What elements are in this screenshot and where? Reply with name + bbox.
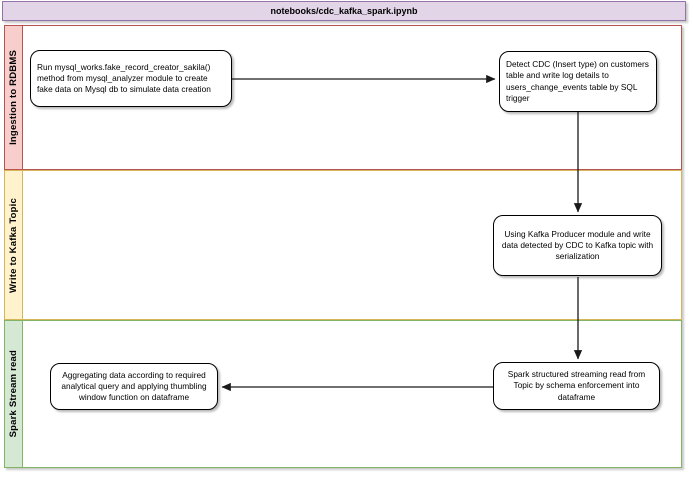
pool-title-label: notebooks/cdc_kafka_spark.ipynb [270, 6, 418, 16]
node-text: Using Kafka Producer module and write da… [501, 228, 654, 262]
lane-label-write-to-kafka-topic: Write to Kafka Topic [5, 171, 23, 319]
node-text: Spark structured streaming read from Top… [507, 369, 646, 402]
pool-title: notebooks/cdc_kafka_spark.ipynb [2, 1, 686, 21]
node-spark-stream-read: Spark structured streaming read from Top… [493, 362, 660, 410]
node-fake-data-creator: Run mysql_works.fake_record_creator_saki… [30, 50, 232, 107]
node-text: Aggregating data according to required a… [61, 369, 207, 403]
node-kafka-producer-write: Using Kafka Producer module and write da… [493, 215, 662, 276]
lane-label-ingestion-to-rdbms: Ingestion to RDBMS [5, 26, 23, 169]
lane-label-text: Write to Kafka Topic [8, 197, 19, 293]
node-text: Detect CDC (Insert type) on customers ta… [506, 59, 649, 103]
node-text: Run mysql_works.fake_record_creator_saki… [37, 61, 211, 95]
lane-label-text: Spark Stream read [8, 350, 19, 438]
lane-label-text: Ingestion to RDBMS [8, 50, 19, 145]
node-cdc-detect: Detect CDC (Insert type) on customers ta… [499, 51, 657, 112]
lane-label-spark-stream-read: Spark Stream read [5, 321, 23, 467]
node-aggregate-windowing: Aggregating data according to required a… [50, 363, 218, 410]
